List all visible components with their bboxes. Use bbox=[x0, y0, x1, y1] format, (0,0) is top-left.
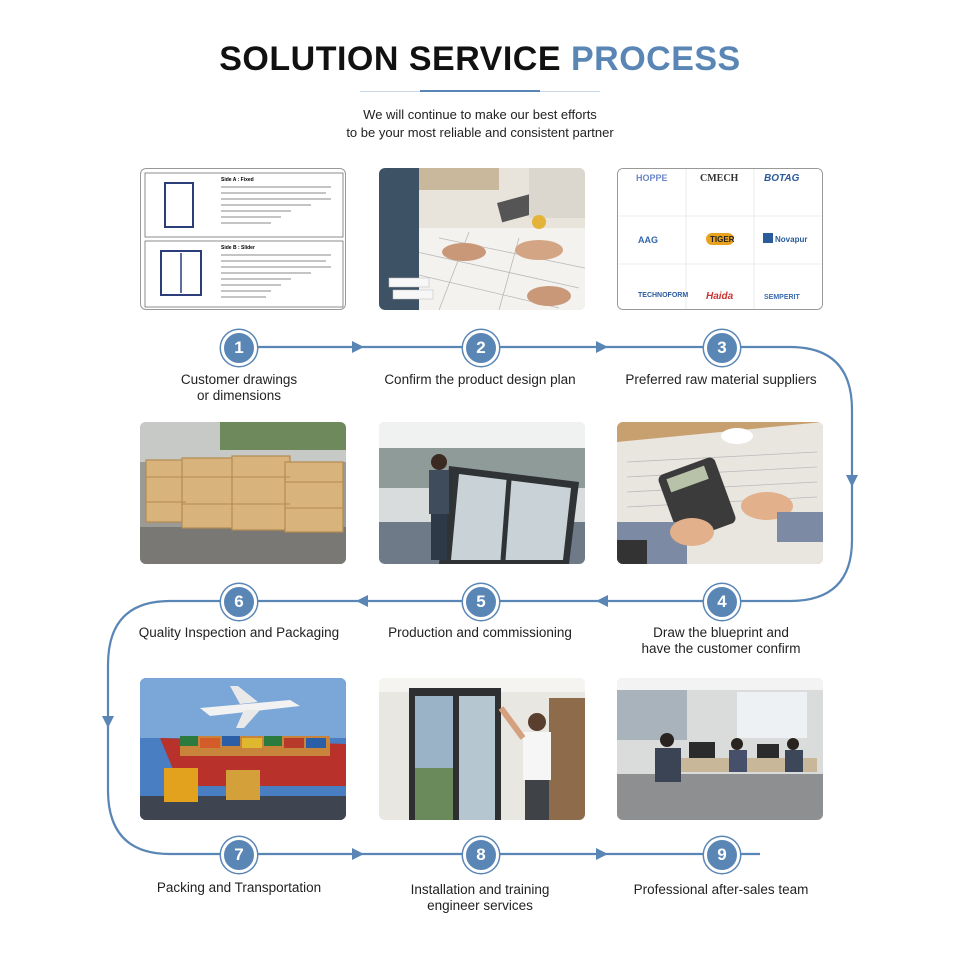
title-divider bbox=[420, 90, 540, 92]
photo-after-sales-team bbox=[617, 678, 823, 820]
logo-semperit: SEMPERIT bbox=[764, 294, 801, 301]
logo-hoppe: HOPPE bbox=[636, 173, 668, 183]
subtitle-line-1: We will continue to make our best effort… bbox=[363, 107, 597, 122]
logo-novapur: Novapur bbox=[775, 235, 807, 244]
step-badge-6: 6 bbox=[221, 584, 257, 620]
drawing-side-a-label: Side A : Fixed bbox=[221, 177, 254, 183]
drawing-side-b-label: Side B : Slider bbox=[221, 245, 255, 251]
logo-aag: AAG bbox=[638, 235, 658, 245]
step-badge-7: 7 bbox=[221, 837, 257, 873]
subtitle: We will continue to make our best effort… bbox=[0, 106, 960, 142]
photo-blueprint-calculator bbox=[617, 422, 823, 564]
step-badge-4: 4 bbox=[704, 584, 740, 620]
logo-botag: BOTAG bbox=[764, 173, 800, 184]
arrow-left-icon bbox=[356, 595, 368, 607]
photo-installation bbox=[379, 678, 585, 820]
step-label-3: Preferred raw material suppliers bbox=[625, 372, 817, 387]
logo-technoform: TECHNOFORM bbox=[638, 292, 688, 299]
step-badge-9: 9 bbox=[704, 837, 740, 873]
logo-haida: Haida bbox=[706, 291, 734, 302]
step-label-6: Quality Inspection and Packaging bbox=[138, 625, 340, 640]
subtitle-line-2: to be your most reliable and consistent … bbox=[346, 125, 614, 140]
logo-cmech: CMECH bbox=[700, 173, 739, 184]
arrow-right-icon bbox=[596, 341, 608, 353]
step-label-2: Confirm the product design plan bbox=[384, 372, 576, 387]
step-badge-1: 1 bbox=[221, 330, 257, 366]
logo-tiger: TIGER bbox=[710, 235, 735, 244]
arrow-right-icon bbox=[352, 341, 364, 353]
photo-transportation bbox=[140, 678, 346, 820]
step-badge-5: 5 bbox=[463, 584, 499, 620]
title-part-2: PROCESS bbox=[570, 40, 741, 78]
arrow-right-icon bbox=[596, 848, 608, 860]
step-label-7: Packing and Transportation bbox=[156, 880, 322, 895]
page-title: SOLUTION SERVICE PROCESS bbox=[0, 40, 960, 79]
photo-design-plan bbox=[379, 168, 585, 310]
step-label-9: Professional after-sales team bbox=[633, 882, 809, 897]
arrow-down-icon bbox=[846, 475, 858, 487]
arrow-right-icon bbox=[352, 848, 364, 860]
title-part-1: SOLUTION SERVICE bbox=[219, 40, 562, 78]
step-badge-3: 3 bbox=[704, 330, 740, 366]
step-label-5: Production and commissioning bbox=[388, 625, 572, 640]
arrow-down-icon bbox=[102, 716, 114, 728]
photo-production bbox=[379, 422, 585, 564]
photo-packaging-crates bbox=[140, 422, 346, 564]
step-badge-2: 2 bbox=[463, 330, 499, 366]
arrow-left-icon bbox=[596, 595, 608, 607]
photo-supplier-logos: HOPPE CMECH BOTAG AAG TIGER Novapur TECH… bbox=[617, 168, 823, 310]
photo-customer-drawings: Side A : Fixed Side B : Slider bbox=[140, 168, 346, 310]
step-badge-8: 8 bbox=[463, 837, 499, 873]
